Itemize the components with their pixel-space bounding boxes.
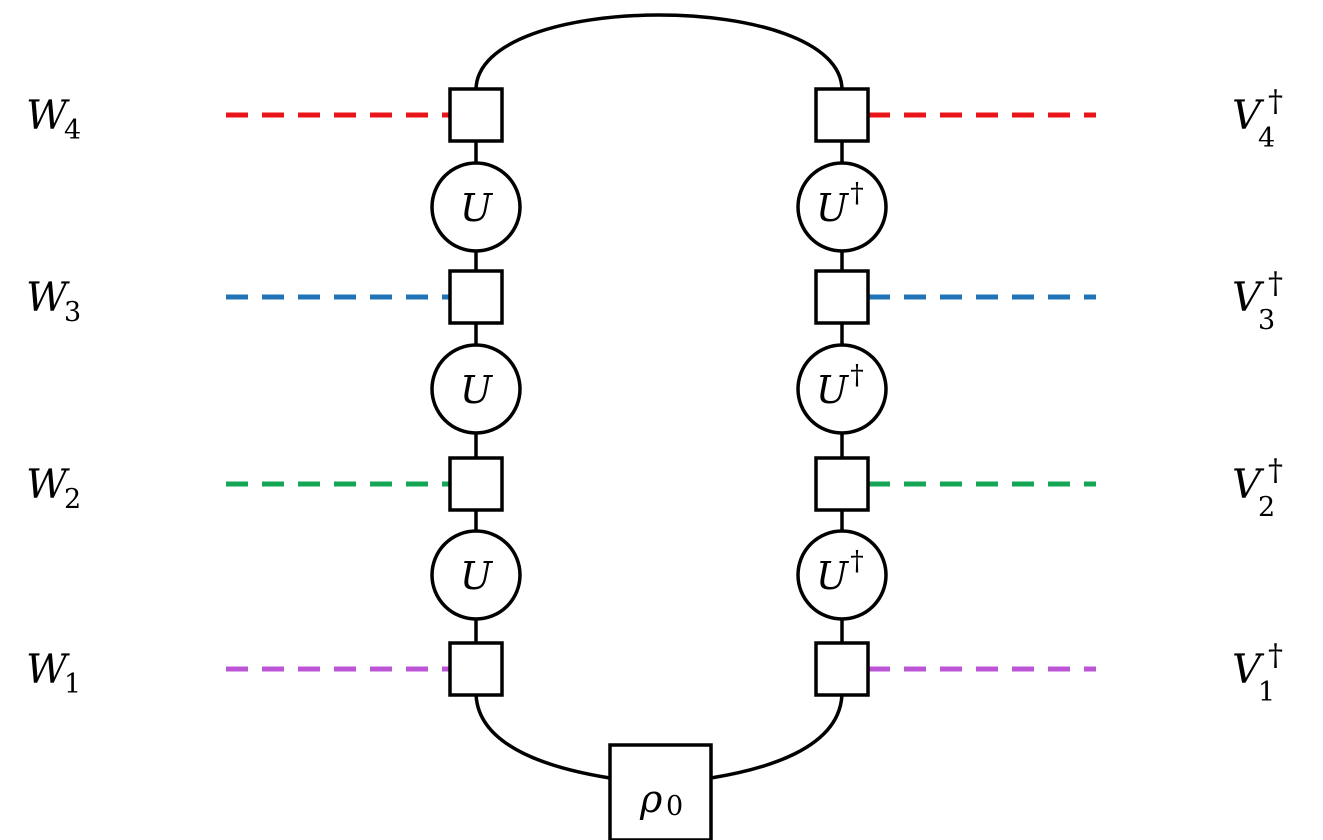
u-dagger-gate: U† [796, 343, 888, 435]
w-letter: W [26, 647, 70, 693]
v-dagger-label-4: V† 4 [1232, 84, 1283, 154]
u-dagger-gate-label: U [816, 186, 850, 230]
w-subscript: 4 [64, 115, 81, 146]
top-arc [474, 13, 844, 91]
w-label-1: W1 [26, 647, 81, 700]
u-gate: U [430, 529, 522, 621]
u-gate-label: U [460, 368, 494, 412]
w-label-2: W2 [26, 462, 81, 515]
v-dagger-sup: † [1268, 453, 1283, 488]
bottom-left-arc [474, 691, 611, 780]
u-dagger-sup: † [850, 360, 864, 391]
vertical-wires [474, 90, 844, 692]
w-letter: W [26, 462, 70, 508]
w-label-4: W4 [26, 93, 81, 146]
bottom-right-arc [710, 691, 844, 780]
v-letter: V [1232, 93, 1265, 139]
v-letter: V [1232, 647, 1265, 693]
u-dagger-gate: U† [796, 161, 888, 253]
v-dagger-label-1: V† 1 [1232, 638, 1283, 708]
v-dagger-sup: † [1268, 638, 1283, 673]
w-subscript: 1 [64, 669, 81, 700]
w-subscript: 3 [64, 297, 81, 328]
v-subscript: 4 [1258, 123, 1275, 154]
u-dagger-gate-label: U [816, 554, 850, 598]
v-letter: V [1232, 462, 1265, 508]
left-square-node [448, 641, 504, 697]
v-dagger-sup: † [1268, 84, 1283, 119]
u-gate: U [430, 161, 522, 253]
v-dagger-label-2: V† 2 [1232, 453, 1283, 523]
square-nodes [448, 87, 870, 697]
rho-letter: ρ [639, 777, 663, 821]
v-dagger-sup: † [1268, 266, 1283, 301]
u-gate-label: U [460, 186, 494, 230]
dashed-lines [226, 112, 1096, 672]
right-square-node [814, 269, 870, 325]
u-dagger-gate: U† [796, 529, 888, 621]
right-square-node [814, 87, 870, 143]
left-square-node [448, 87, 504, 143]
v-subscript: 2 [1258, 492, 1275, 523]
v-dagger-label-3: V† 3 [1232, 266, 1283, 336]
v-subscript: 3 [1258, 305, 1275, 336]
u-gate: U [430, 343, 522, 435]
w-subscript: 2 [64, 484, 81, 515]
w-letter: W [26, 275, 70, 321]
u-dagger-gate-label: U [816, 368, 850, 412]
left-square-node [448, 269, 504, 325]
v-letter: V [1232, 275, 1265, 321]
right-square-node [814, 456, 870, 512]
u-gate-label: U [460, 554, 494, 598]
v-subscript: 1 [1258, 677, 1275, 708]
u-dagger-sup: † [850, 178, 864, 209]
u-dagger-sup: † [850, 546, 864, 577]
left-square-node [448, 456, 504, 512]
w-letter: W [26, 93, 70, 139]
w-label-3: W3 [26, 275, 81, 328]
rho-subscript: 0 [666, 791, 683, 822]
right-square-node [814, 641, 870, 697]
initial-state-box: ρ 0 [608, 743, 713, 840]
